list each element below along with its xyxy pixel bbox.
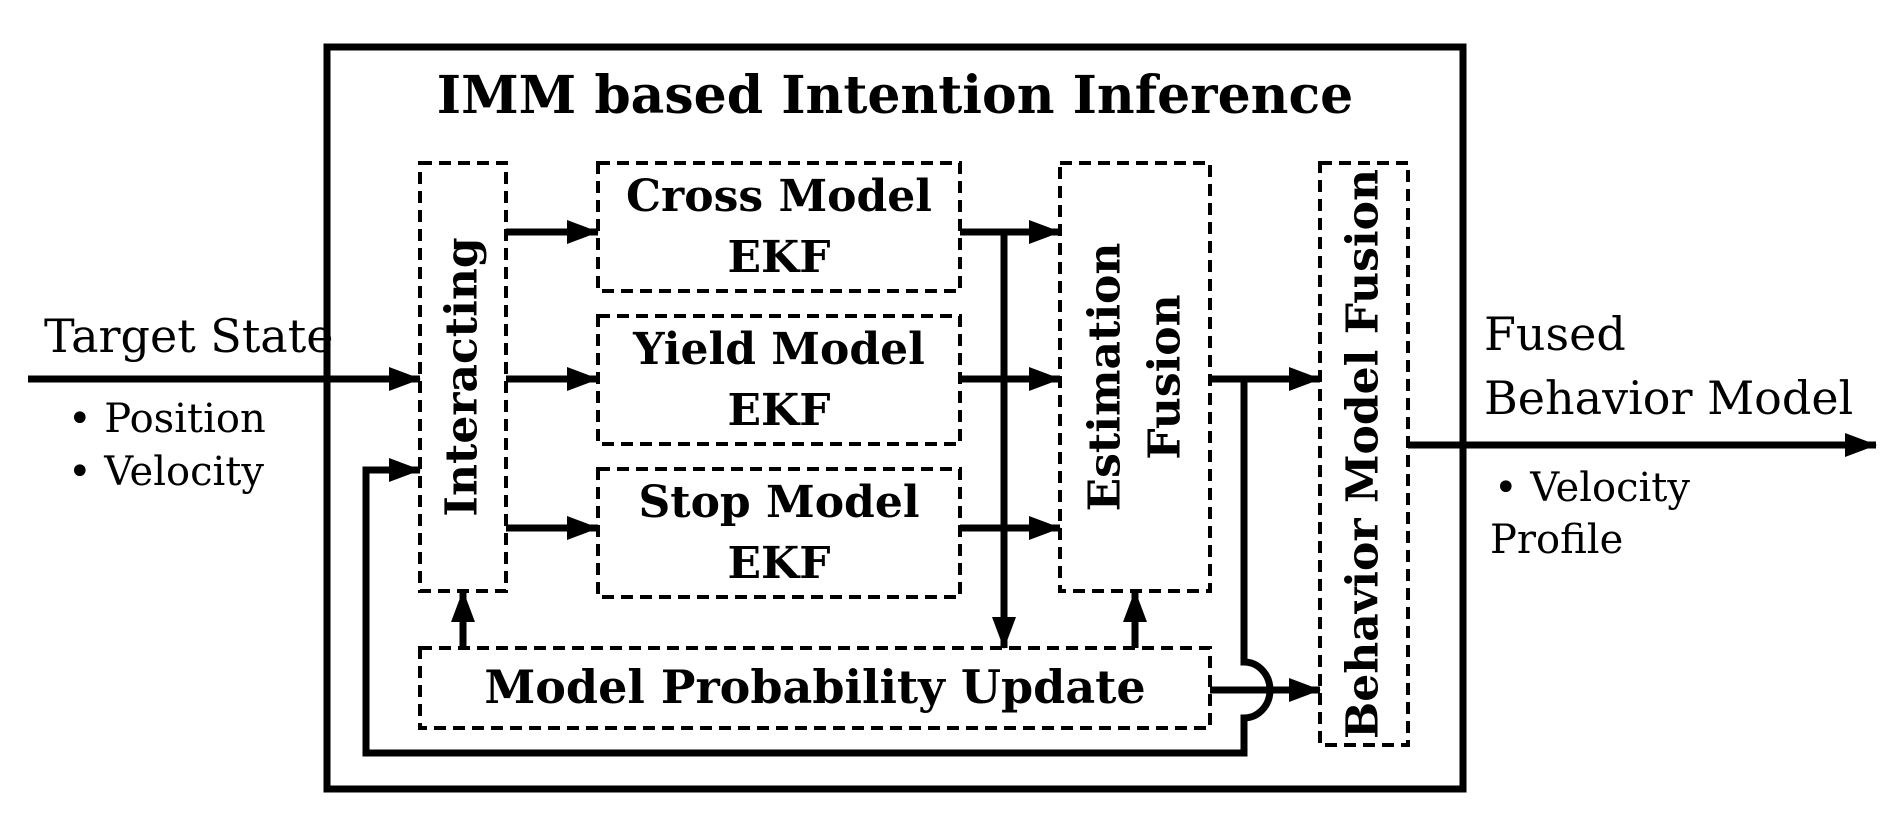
input-item-velocity: • Velocity bbox=[68, 449, 264, 495]
fusion-label: Fusion bbox=[1140, 294, 1191, 459]
yield-ekf-label: EKF bbox=[727, 385, 830, 436]
behavior-model-fusion-label: Behavior Model Fusion bbox=[1338, 169, 1389, 739]
model-probability-update-label: Model Probability Update bbox=[484, 660, 1145, 714]
imm-frame bbox=[323, 43, 1467, 793]
estimation-label: Estimation bbox=[1080, 243, 1131, 512]
model-probability-update-block bbox=[418, 646, 1212, 730]
feedback-loop-path bbox=[362, 379, 1274, 757]
yield-model-label: Yield Model bbox=[632, 324, 925, 375]
behavior-model-fusion-block bbox=[1318, 161, 1410, 747]
output-item-velocity: • Velocity bbox=[1494, 465, 1690, 511]
diagram-title: IMM based Intention Inference bbox=[437, 65, 1353, 126]
stop-model-label: Stop Model bbox=[638, 477, 919, 528]
input-item-position: • Position bbox=[68, 396, 266, 442]
interacting-label: Interacting bbox=[437, 237, 488, 516]
target-state-label: Target State bbox=[44, 309, 333, 363]
cross-ekf-label: EKF bbox=[727, 232, 830, 283]
output-item-profile: Profile bbox=[1490, 517, 1623, 563]
cross-model-label: Cross Model bbox=[626, 171, 932, 222]
behavior-model-label: Behavior Model bbox=[1484, 371, 1853, 425]
fused-label: Fused bbox=[1484, 307, 1626, 361]
stop-ekf-label: EKF bbox=[727, 538, 830, 589]
